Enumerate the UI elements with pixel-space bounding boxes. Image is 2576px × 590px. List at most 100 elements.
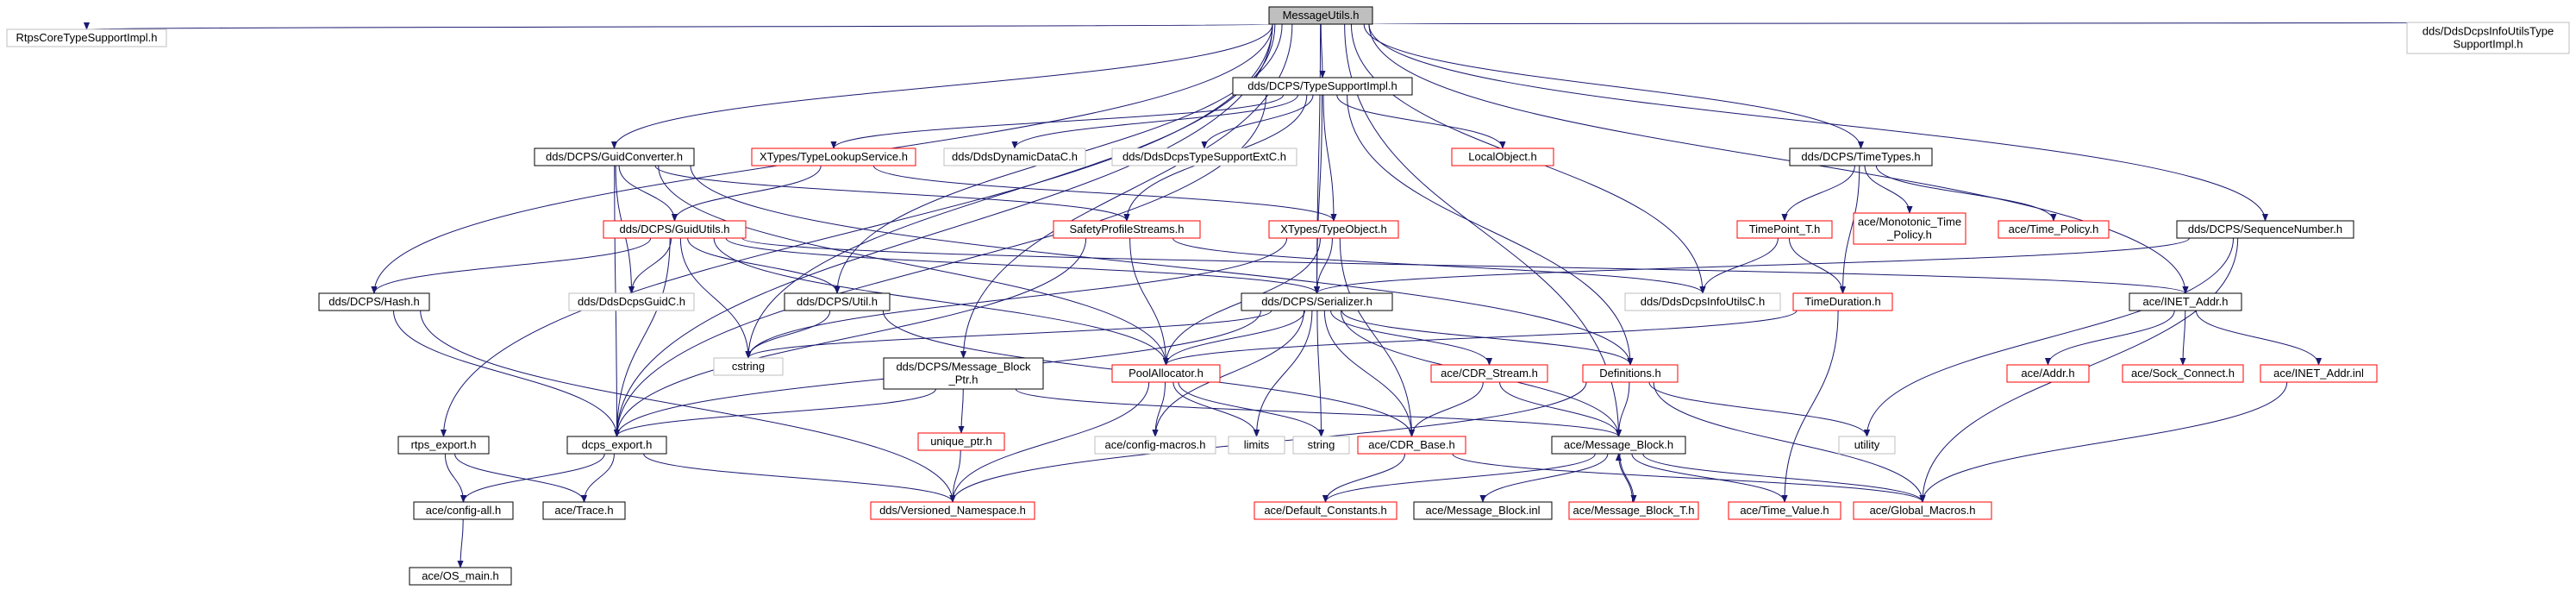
node-label-typeObject: XTypes/TypeObject.h [1280, 223, 1387, 235]
node-poolAlloc[interactable]: PoolAllocator.h [1111, 364, 1221, 383]
node-util[interactable]: dds/DCPS/Util.h [784, 292, 891, 311]
node-guidUtils[interactable]: dds/DCPS/GuidUtils.h [603, 220, 747, 239]
node-utility[interactable]: utility [1838, 436, 1896, 455]
node-hash[interactable]: dds/DCPS/Hash.h [318, 292, 430, 311]
edge-safety-to-infoUtilsC [1172, 237, 1706, 294]
node-label-ddsInfoUtilsType: dds/DdsDcpsInfoUtilsType [2423, 25, 2554, 38]
node-globalMacros[interactable]: ace/Global_Macros.h [1853, 501, 1992, 520]
node-typeObject[interactable]: XTypes/TypeObject.h [1268, 220, 1399, 239]
node-root[interactable]: MessageUtils.h [1268, 6, 1373, 25]
node-configAll[interactable]: ace/config-all.h [413, 501, 514, 520]
edge-poolAlloc-to-versioned [949, 381, 1150, 503]
node-timePolicy[interactable]: ace/Time_Policy.h [1998, 220, 2110, 239]
node-box-cstring [713, 357, 784, 376]
edge-root-to-rtpsCore [86, 22, 1273, 30]
node-cdrBase[interactable]: ace/CDR_Base.h [1357, 436, 1466, 455]
node-label-monotonic: ace/Monotonic_Time [1858, 216, 1961, 229]
edge-timeDuration-to-timeValue [1781, 310, 1839, 503]
node-box-poolAlloc [1111, 364, 1221, 383]
node-label-aceAddr: ace/Addr.h [2021, 367, 2074, 380]
node-limits[interactable]: limits [1228, 436, 1285, 455]
node-label-dcpsExport: dcps_export.h [582, 438, 653, 451]
node-typeLookup[interactable]: XTypes/TypeLookupService.h [751, 148, 916, 166]
node-box-safety [1053, 220, 1201, 239]
node-msgBlockInl[interactable]: ace/Message_Block.inl [1413, 501, 1553, 520]
node-trace[interactable]: ace/Trace.h [542, 501, 626, 520]
node-cdrStream[interactable]: ace/CDR_Stream.h [1430, 364, 1548, 383]
node-msgBlockPtr[interactable]: dds/DCPS/Message_Block_Ptr.h [883, 357, 1044, 390]
edge-messageBlock-to-defaultConst [1322, 453, 1596, 503]
node-serializer[interactable]: dds/DCPS/Serializer.h [1241, 292, 1393, 311]
node-label-msgBlockPtr: dds/DCPS/Message_Block [896, 361, 1031, 373]
node-safety[interactable]: SafetyProfileStreams.h [1053, 220, 1201, 239]
edge-guidUtils-to-hash [371, 237, 652, 294]
node-versioned[interactable]: dds/Versioned_Namespace.h [870, 501, 1035, 520]
node-dynData[interactable]: dds/DdsDynamicDataC.h [943, 148, 1086, 166]
edge-poolAlloc-to-configMacros [1152, 381, 1166, 437]
node-label-timeTypes: dds/DCPS/TimeTypes.h [1801, 150, 1920, 163]
node-timeTypes[interactable]: dds/DCPS/TimeTypes.h [1789, 148, 1933, 166]
node-label-typeSupportExt: dds/DdsDcpsTypeSupportExtC.h [1122, 150, 1286, 163]
node-defaultConst[interactable]: ace/Default_Constants.h [1254, 501, 1397, 520]
node-box-timePolicy [1998, 220, 2110, 239]
node-osMain[interactable]: ace/OS_main.h [409, 567, 512, 586]
node-monotonic[interactable]: ace/Monotonic_Time_Policy.h [1853, 212, 1966, 245]
edge-definitions-to-messageBlock [1615, 381, 1630, 437]
edge-poolAlloc-to-limits [1172, 381, 1260, 437]
edge-guidConverter-to-safety [654, 165, 1130, 222]
edge-cdrStream-to-messageBlock [1499, 381, 1623, 437]
node-msgBlockT[interactable]: ace/Message_Block_T.h [1568, 501, 1699, 520]
node-messageBlock[interactable]: ace/Message_Block.h [1551, 436, 1686, 455]
node-label-msgBlockPtr: _Ptr.h [948, 373, 979, 386]
edge-seqNumber-to-serializer [1314, 237, 2190, 294]
node-timeDuration[interactable]: TimeDuration.h [1792, 292, 1893, 311]
node-dcpsExport[interactable]: dcps_export.h [566, 436, 667, 455]
node-box-cdrStream [1430, 364, 1548, 383]
node-typeSupportImpl[interactable]: dds/DCPS/TypeSupportImpl.h [1232, 77, 1413, 96]
node-rtpsExport[interactable]: rtps_export.h [397, 436, 490, 455]
edge-seqNumber-to-utility [1863, 237, 2235, 437]
edge-guidUtils-to-cstring [679, 237, 752, 359]
edge-serializer-to-limits [1253, 310, 1313, 437]
node-string[interactable]: string [1292, 436, 1350, 455]
node-typeSupportExt[interactable]: dds/DdsDcpsTypeSupportExtC.h [1111, 148, 1297, 166]
node-label-versioned: dds/Versioned_Namespace.h [879, 504, 1026, 517]
node-rtpsCore[interactable]: RtpsCoreTypeSupportImpl.h [6, 28, 167, 47]
node-definitions[interactable]: Definitions.h [1582, 364, 1679, 383]
edge-guidConverter-to-guidUtils [618, 165, 678, 222]
node-aceAddr[interactable]: ace/Addr.h [2006, 364, 2090, 383]
node-guidC[interactable]: dds/DdsDcpsGuidC.h [568, 292, 695, 311]
node-guidConverter[interactable]: dds/DCPS/GuidConverter.h [534, 148, 695, 166]
edge-serializer-to-poolAlloc [1162, 310, 1305, 366]
node-cstring[interactable]: cstring [713, 357, 784, 376]
node-timeValue[interactable]: ace/Time_Value.h [1728, 501, 1841, 520]
node-label-string: string [1308, 438, 1335, 451]
node-label-rtpsExport: rtps_export.h [411, 438, 477, 451]
node-box-inetAddr [2129, 292, 2242, 311]
edge-cdrBase-to-defaultConst [1322, 453, 1405, 503]
node-box-guidUtils [603, 220, 747, 239]
node-configMacros[interactable]: ace/config-macros.h [1094, 436, 1216, 455]
node-box-rtpsCore [6, 28, 167, 47]
node-box-defaultConst [1254, 501, 1397, 520]
edge-guidUtils-to-dcpsExport [613, 237, 671, 437]
edge-timePointT-to-timeDuration [1788, 237, 1847, 294]
node-timePointT[interactable]: TimePoint_T.h [1736, 220, 1833, 239]
edge-typeSupportImpl-to-typeSupportExt [1201, 94, 1314, 149]
node-inetAddrInl[interactable]: ace/INET_Addr.inl [2260, 364, 2378, 383]
edge-typeObject-to-cdrBase [1339, 237, 1416, 437]
node-infoUtilsC[interactable]: dds/DdsDcpsInfoUtilsC.h [1624, 292, 1781, 311]
node-label-root: MessageUtils.h [1283, 9, 1360, 22]
node-sockConnect[interactable]: ace/Sock_Connect.h [2122, 364, 2244, 383]
node-box-seqNumber [2176, 220, 2354, 239]
node-uniquePtr[interactable]: unique_ptr.h [917, 432, 1005, 451]
node-localObject[interactable]: LocalObject.h [1451, 148, 1554, 166]
node-inetAddr[interactable]: ace/INET_Addr.h [2129, 292, 2242, 311]
node-label-inetAddrInl: ace/INET_Addr.inl [2273, 367, 2364, 380]
node-label-ddsInfoUtilsType: SupportImpl.h [2454, 38, 2523, 51]
node-box-localObject [1451, 148, 1554, 166]
edge-inetAddrInl-to-globalMacros [1919, 381, 2288, 503]
node-seqNumber[interactable]: dds/DCPS/SequenceNumber.h [2176, 220, 2354, 239]
edge-root-to-messageBlock [1344, 23, 1623, 437]
